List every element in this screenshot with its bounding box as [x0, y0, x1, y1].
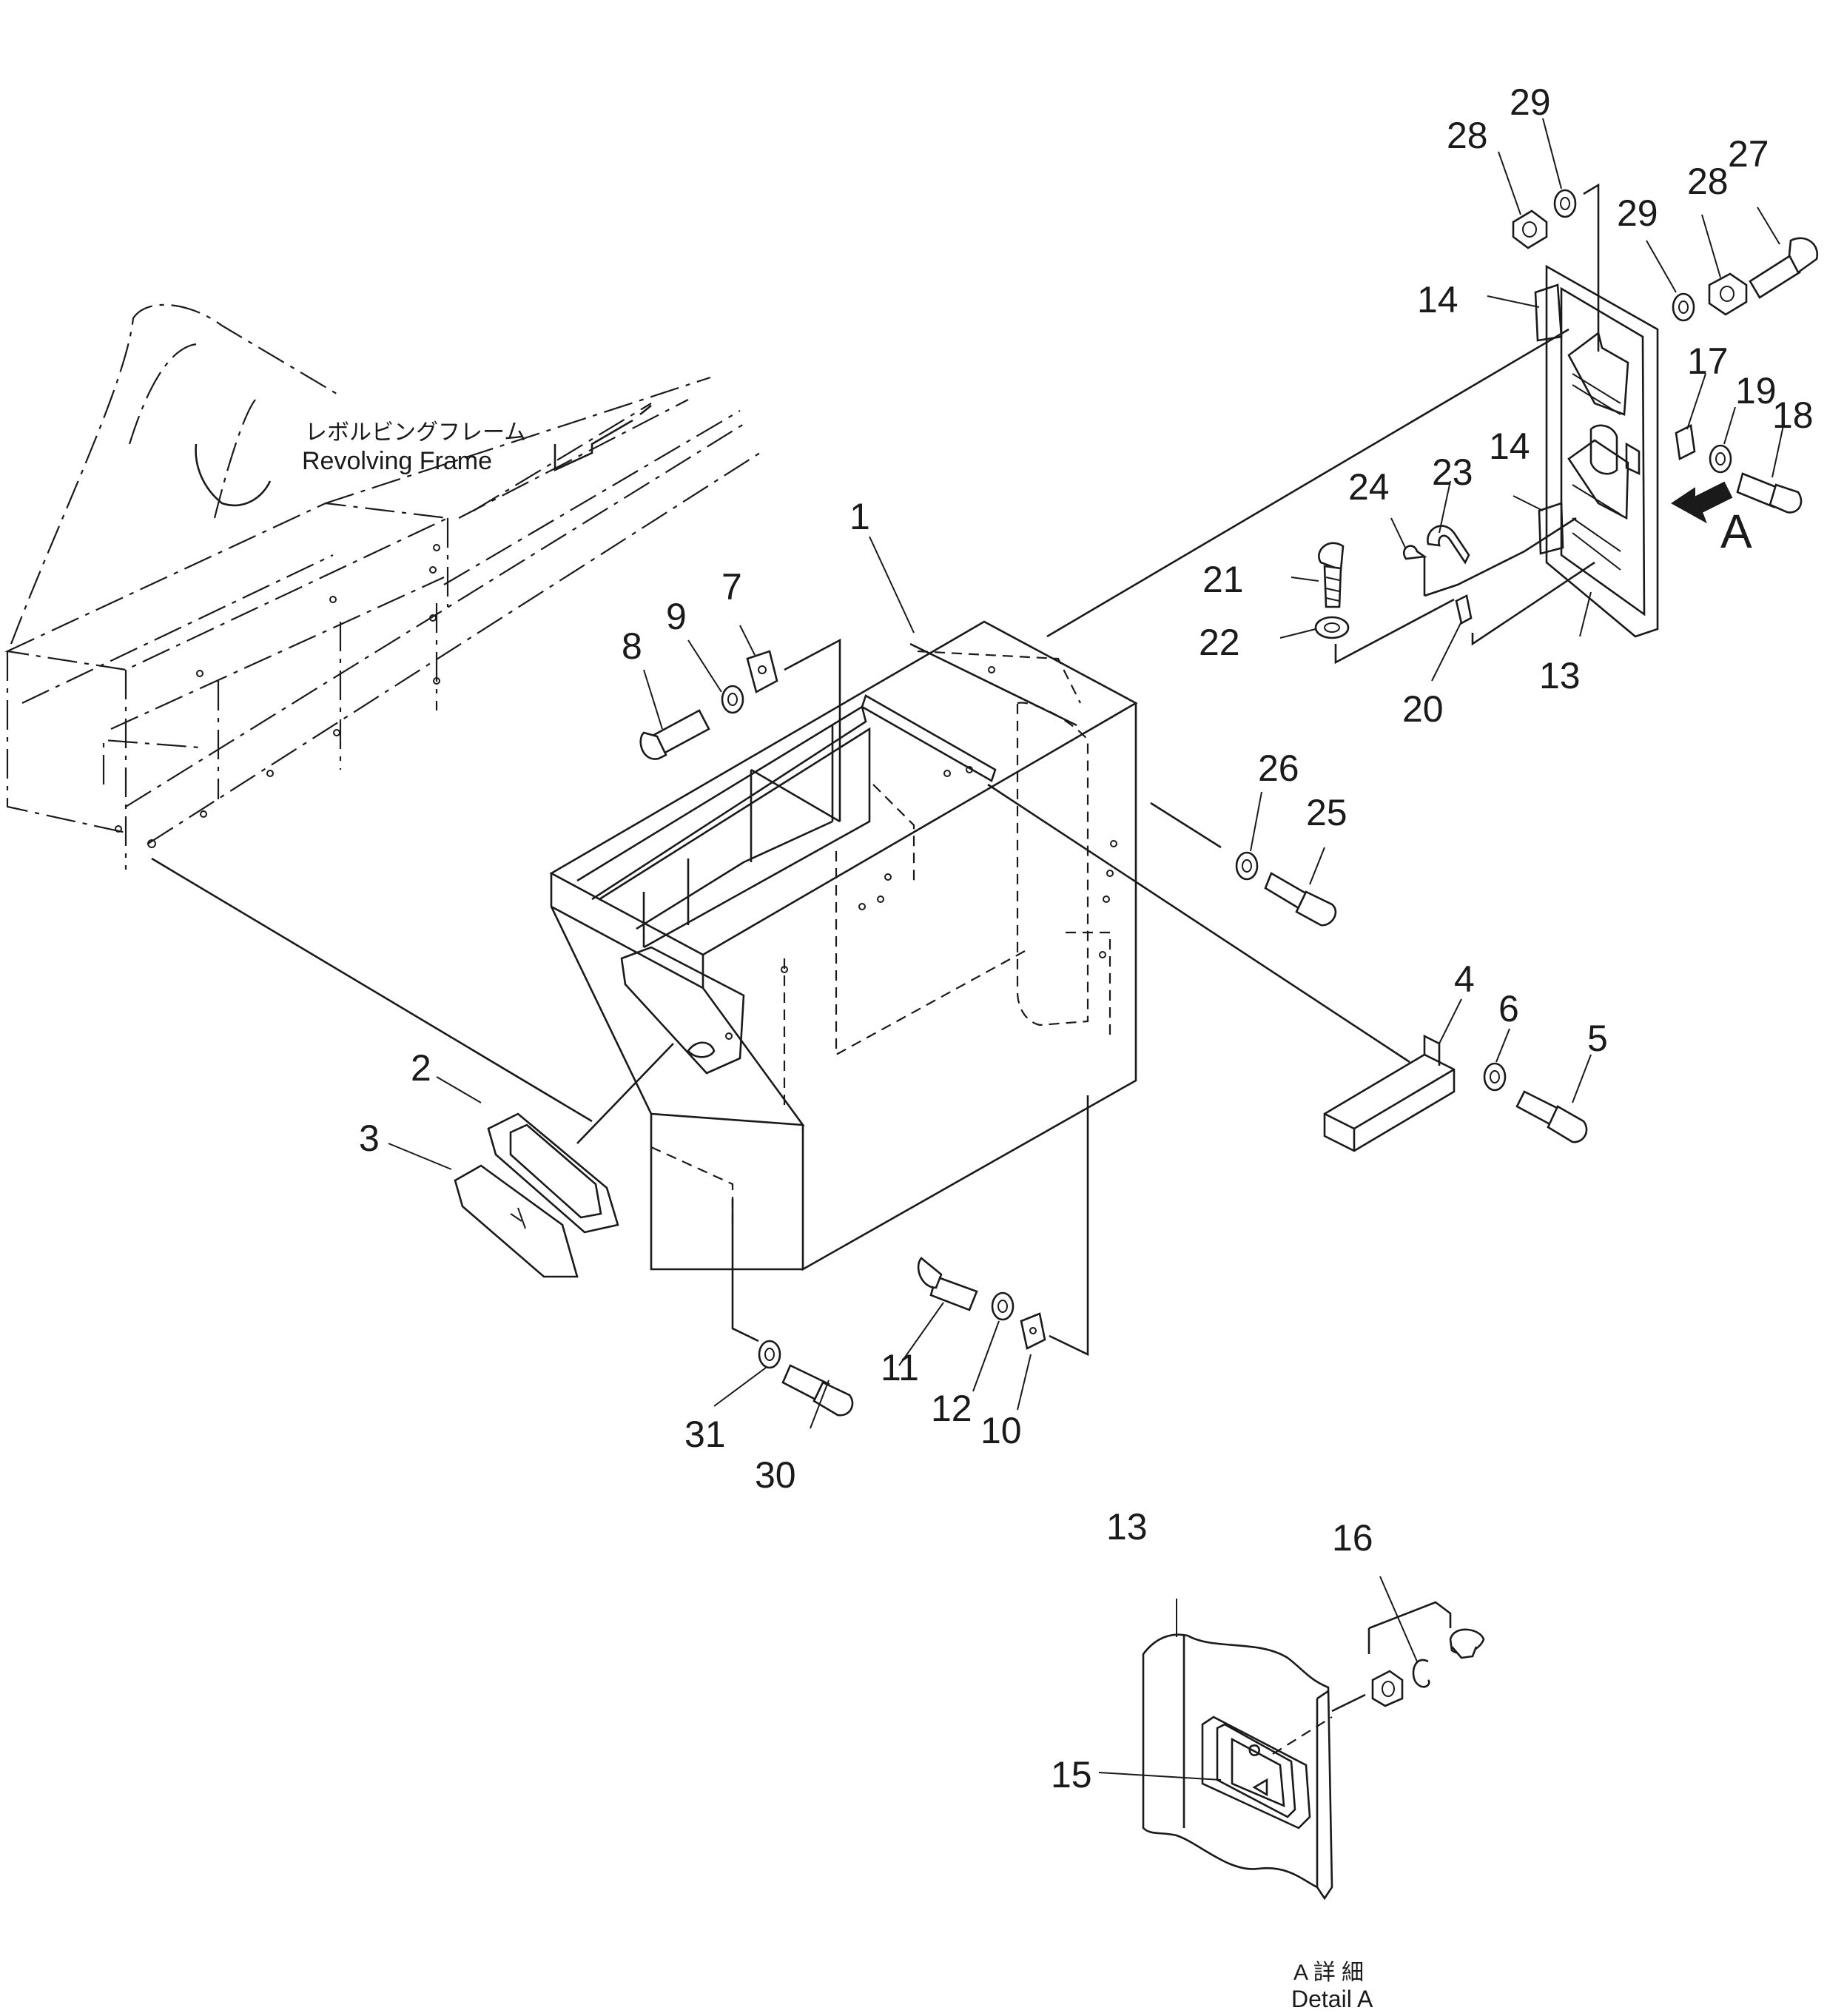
leader-31-line — [731, 1199, 759, 1343]
part-7-plate — [746, 650, 778, 693]
leader-door-line — [1046, 328, 1569, 638]
callout-11: 11 — [881, 1347, 919, 1388]
callout-28-right: 28 — [1687, 161, 1729, 202]
callout-6: 6 — [1498, 988, 1519, 1029]
part-1-cabinet-box — [549, 620, 1138, 1271]
callout-1: 1 — [849, 496, 870, 537]
leader-7-line — [784, 638, 841, 821]
part-10-plate — [1020, 1312, 1046, 1350]
leader-2-window — [576, 1043, 674, 1144]
part-25-bolt — [1264, 872, 1337, 927]
callout-leaders — [388, 118, 1784, 1781]
revolving-frame-label-jp: レボルビングフレーム — [305, 420, 526, 445]
detail-pin — [1449, 1628, 1485, 1659]
callout-12: 12 — [931, 1388, 972, 1429]
part-22-washer — [1314, 616, 1350, 639]
revolving-frame-label-en: Revolving Frame — [302, 447, 492, 475]
leader-29-top-line — [1583, 183, 1600, 352]
part-23-handle — [1427, 525, 1470, 565]
detail-label-en: Detail A — [1291, 1986, 1373, 2012]
part-5-bolt — [1515, 1090, 1588, 1143]
callout-27: 27 — [1728, 133, 1769, 175]
part-11-bolt — [917, 1257, 978, 1311]
part-12-washer — [991, 1291, 1015, 1321]
detail-a-view — [1142, 1633, 1333, 1901]
leader-10-line — [1049, 1095, 1089, 1357]
callout-5: 5 — [1587, 1018, 1608, 1059]
callout-20: 20 — [1402, 688, 1444, 730]
leader-23-line — [1423, 517, 1577, 597]
part-9-washer — [721, 685, 744, 714]
part-21-screw — [1318, 542, 1345, 608]
callout-14-top: 14 — [1417, 279, 1458, 320]
detail-nut — [1371, 1670, 1404, 1707]
view-arrow-icon — [1671, 481, 1733, 524]
callout-30: 30 — [755, 1454, 796, 1496]
callout-13-detail: 13 — [1106, 1506, 1148, 1548]
part-19-washer — [1709, 444, 1732, 474]
callout-13-upper: 13 — [1539, 655, 1581, 696]
part-4-box — [1323, 1034, 1456, 1152]
leader-16-group — [1368, 1601, 1452, 1630]
callout-26: 26 — [1258, 747, 1299, 789]
part-24-pin — [1403, 545, 1427, 560]
callout-4: 4 — [1454, 958, 1475, 1000]
callout-29-top: 29 — [1510, 81, 1551, 123]
part-2-window-frame — [487, 1112, 619, 1234]
callout-2: 2 — [411, 1047, 431, 1089]
callout-22: 22 — [1199, 622, 1240, 663]
callout-28-top: 28 — [1447, 115, 1488, 156]
part-26-washer — [1235, 851, 1259, 881]
callout-31: 31 — [684, 1414, 726, 1455]
part-30-bolt — [781, 1364, 854, 1417]
part-13-door-panel — [1534, 264, 1659, 638]
part-29-washer-top — [1553, 189, 1577, 218]
leader-detail-line — [1331, 1693, 1366, 1713]
callout-21: 21 — [1202, 559, 1244, 600]
part-31-washer — [758, 1340, 781, 1369]
leader-22-line — [1334, 598, 1455, 665]
callout-3: 3 — [359, 1118, 380, 1159]
callout-7: 7 — [721, 566, 742, 608]
part-18-bolt — [1736, 472, 1803, 514]
detail-label-jp: A 詳 細 — [1293, 1960, 1364, 1985]
callout-9: 9 — [666, 596, 687, 637]
leader-26-line — [1150, 802, 1222, 849]
leader-2-line — [151, 857, 593, 1123]
callout-17: 17 — [1687, 340, 1729, 382]
part-8-bolt — [639, 709, 710, 760]
view-arrow-label: A — [1720, 505, 1752, 558]
callout-16: 16 — [1332, 1517, 1373, 1559]
leader-4-line — [987, 783, 1410, 1064]
callout-19: 19 — [1735, 370, 1777, 411]
callout-24: 24 — [1348, 466, 1390, 508]
callout-8: 8 — [622, 625, 642, 667]
part-16-snap-ring — [1412, 1659, 1430, 1688]
leader-20-line — [1471, 561, 1595, 646]
callout-23: 23 — [1432, 451, 1473, 493]
callout-29-right: 29 — [1617, 192, 1658, 234]
part-28-nut-right — [1708, 272, 1748, 316]
callout-18: 18 — [1772, 394, 1814, 436]
revolving-frame — [4, 303, 763, 870]
part-3-window-glass — [454, 1164, 579, 1278]
part-6-washer — [1483, 1062, 1507, 1092]
callout-25: 25 — [1306, 792, 1347, 833]
callout-15: 15 — [1051, 1754, 1092, 1795]
callout-10: 10 — [980, 1410, 1022, 1451]
part-29-washer-right — [1672, 292, 1695, 322]
callout-14-lower: 14 — [1489, 426, 1530, 467]
part-20-latch — [1455, 594, 1473, 625]
part-27-bolt — [1749, 237, 1819, 299]
part-17-clip — [1675, 424, 1696, 460]
part-28-nut-top — [1512, 209, 1548, 249]
